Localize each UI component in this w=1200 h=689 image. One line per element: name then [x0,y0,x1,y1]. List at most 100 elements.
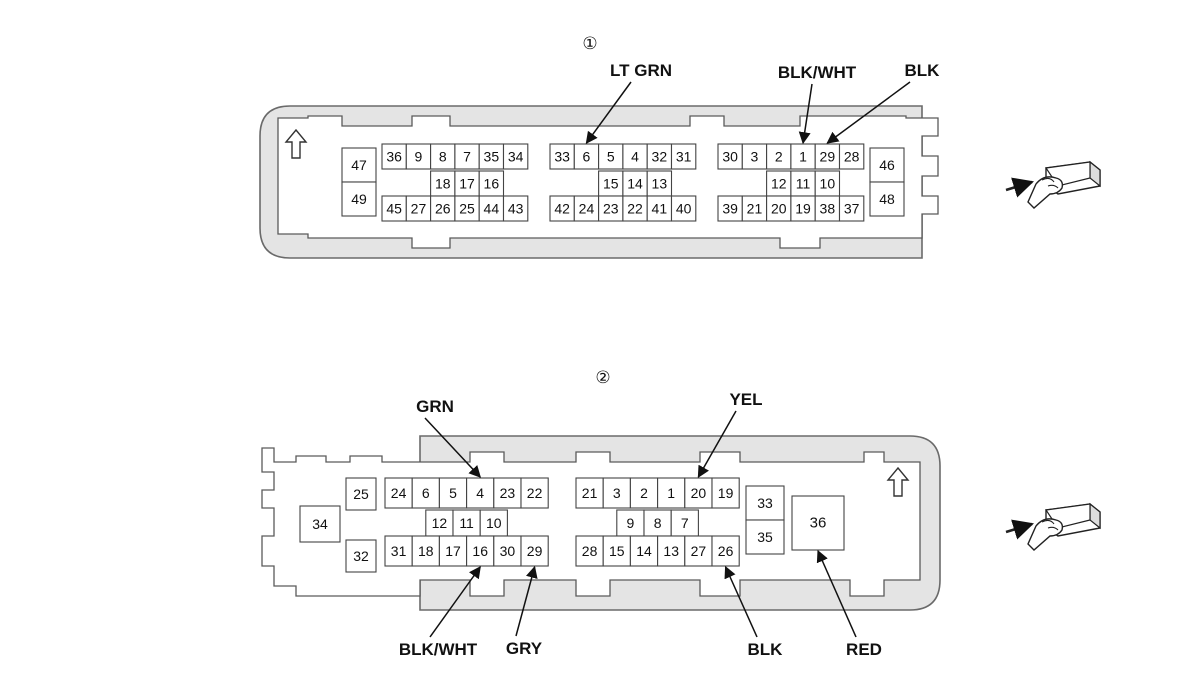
pin-number: 31 [391,543,407,559]
pin-cavity [629,477,659,509]
pin-number: 12 [432,515,448,531]
pin-number: 45 [386,201,402,217]
pin-number: 27 [691,543,707,559]
pin-cavity [299,505,341,543]
pin-number: 10 [486,515,502,531]
pin-cavity [814,195,841,222]
connector-2-callout: ② [595,368,610,388]
pin-cavity [520,535,549,567]
up-arrow-icon [886,466,910,497]
pin-number: 34 [508,149,524,165]
pin-number: 41 [652,201,668,217]
pin-number: 42 [554,201,570,217]
pin-number: 35 [484,149,500,165]
pin-number: 28 [582,543,598,559]
pin-cavity [345,477,377,511]
pin-number: 9 [627,515,635,531]
pin-number: 30 [500,543,516,559]
pin-number: 30 [722,149,738,165]
up-arrow-icon [284,128,308,159]
pin-cavity [838,195,865,222]
pin-cavity [573,143,600,170]
pin-number: 21 [747,201,763,217]
pin-cavity [520,477,549,509]
pin-number: 15 [609,543,625,559]
pin-cavity [657,535,686,567]
pin-cavity [838,143,865,170]
pin-cavity [646,143,673,170]
pin-number: 23 [500,485,516,501]
pin-cavity [345,539,377,573]
pin-cavity [602,477,631,509]
pin-cavity [741,195,768,222]
pin-number: 19 [795,201,811,217]
pin-cavity [717,195,743,222]
pin-number: 6 [422,485,430,501]
wire-color-label: BLK [905,61,941,80]
pin-cavity [430,195,456,222]
pin-cavity [711,477,740,509]
pin-cavity [790,195,816,222]
wire-color-label: RED [846,640,882,659]
pin-number: 14 [636,543,652,559]
pin-cavity [741,143,768,170]
pin-cavity [478,195,505,222]
pin-number: 11 [459,515,474,531]
pin-number: 36 [386,149,402,165]
pin-cavity [454,143,480,170]
pin-number: 1 [799,149,807,165]
hand-pointing-connector-icon [1005,160,1101,209]
pin-number: 38 [820,201,836,217]
wire-color-label: BLK/WHT [778,63,857,82]
pin-cavity [622,170,648,197]
pin-number: 9 [415,149,423,165]
pin-number: 37 [844,201,860,217]
pin-cavity [384,477,413,509]
pin-cavity [381,195,407,222]
pin-number: 8 [439,149,447,165]
pin-cavity [575,535,604,567]
wire-color-label: GRN [416,397,454,416]
pin-number: 17 [445,543,461,559]
pin-cavity [438,477,468,509]
pin-number: 33 [554,149,570,165]
pin-number: 25 [353,486,369,502]
pin-number: 14 [627,176,643,192]
pin-number: 29 [527,543,543,559]
pin-cavity [405,195,432,222]
pin-cavity [646,195,673,222]
wire-leader-arrow [724,565,758,638]
pin-number: 28 [844,149,860,165]
pin-number: 20 [771,201,787,217]
wire-leader-arrow [798,83,813,145]
pin-cavity [622,143,648,170]
pin-number: 1 [667,485,675,501]
pin-number: 44 [484,201,500,217]
pin-cavity [670,143,697,170]
pin-cavity [646,170,673,197]
pin-number: 4 [476,485,484,501]
pin-cavity [622,195,648,222]
pin-number: 13 [652,176,668,192]
pin-cavity [629,535,659,567]
pin-number: 48 [879,191,895,207]
pin-number: 17 [459,176,475,192]
pin-number: 24 [579,201,595,217]
pin-number: 32 [353,548,369,564]
pin-cavity [684,535,713,567]
pin-number: 2 [640,485,648,501]
pin-number: 43 [508,201,524,217]
pin-cavity [657,477,686,509]
pin-number: 27 [411,201,427,217]
wire-color-label: LT GRN [610,61,672,80]
pin-cavity [766,195,792,222]
pin-number: 6 [583,149,591,165]
pin-number: 47 [351,157,367,173]
pin-number: 29 [820,149,836,165]
pin-cavity [869,147,905,183]
